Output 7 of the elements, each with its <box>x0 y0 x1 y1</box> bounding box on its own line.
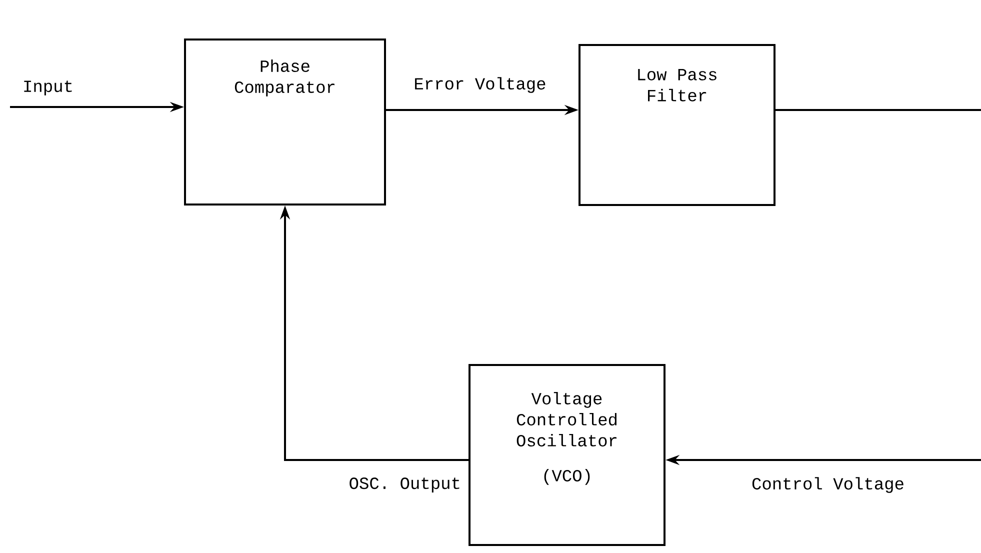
block-box: Voltage Controlled Oscillator (VCO) <box>468 364 666 546</box>
edge-label: OSC. Output <box>348 476 462 494</box>
block-box: Phase Comparator <box>184 38 386 206</box>
edge-label: Control Voltage <box>750 476 906 494</box>
edge-label: Input <box>22 80 75 96</box>
edge-label: Error Voltage <box>412 76 548 94</box>
block-box: Low Pass Filter <box>578 44 776 206</box>
